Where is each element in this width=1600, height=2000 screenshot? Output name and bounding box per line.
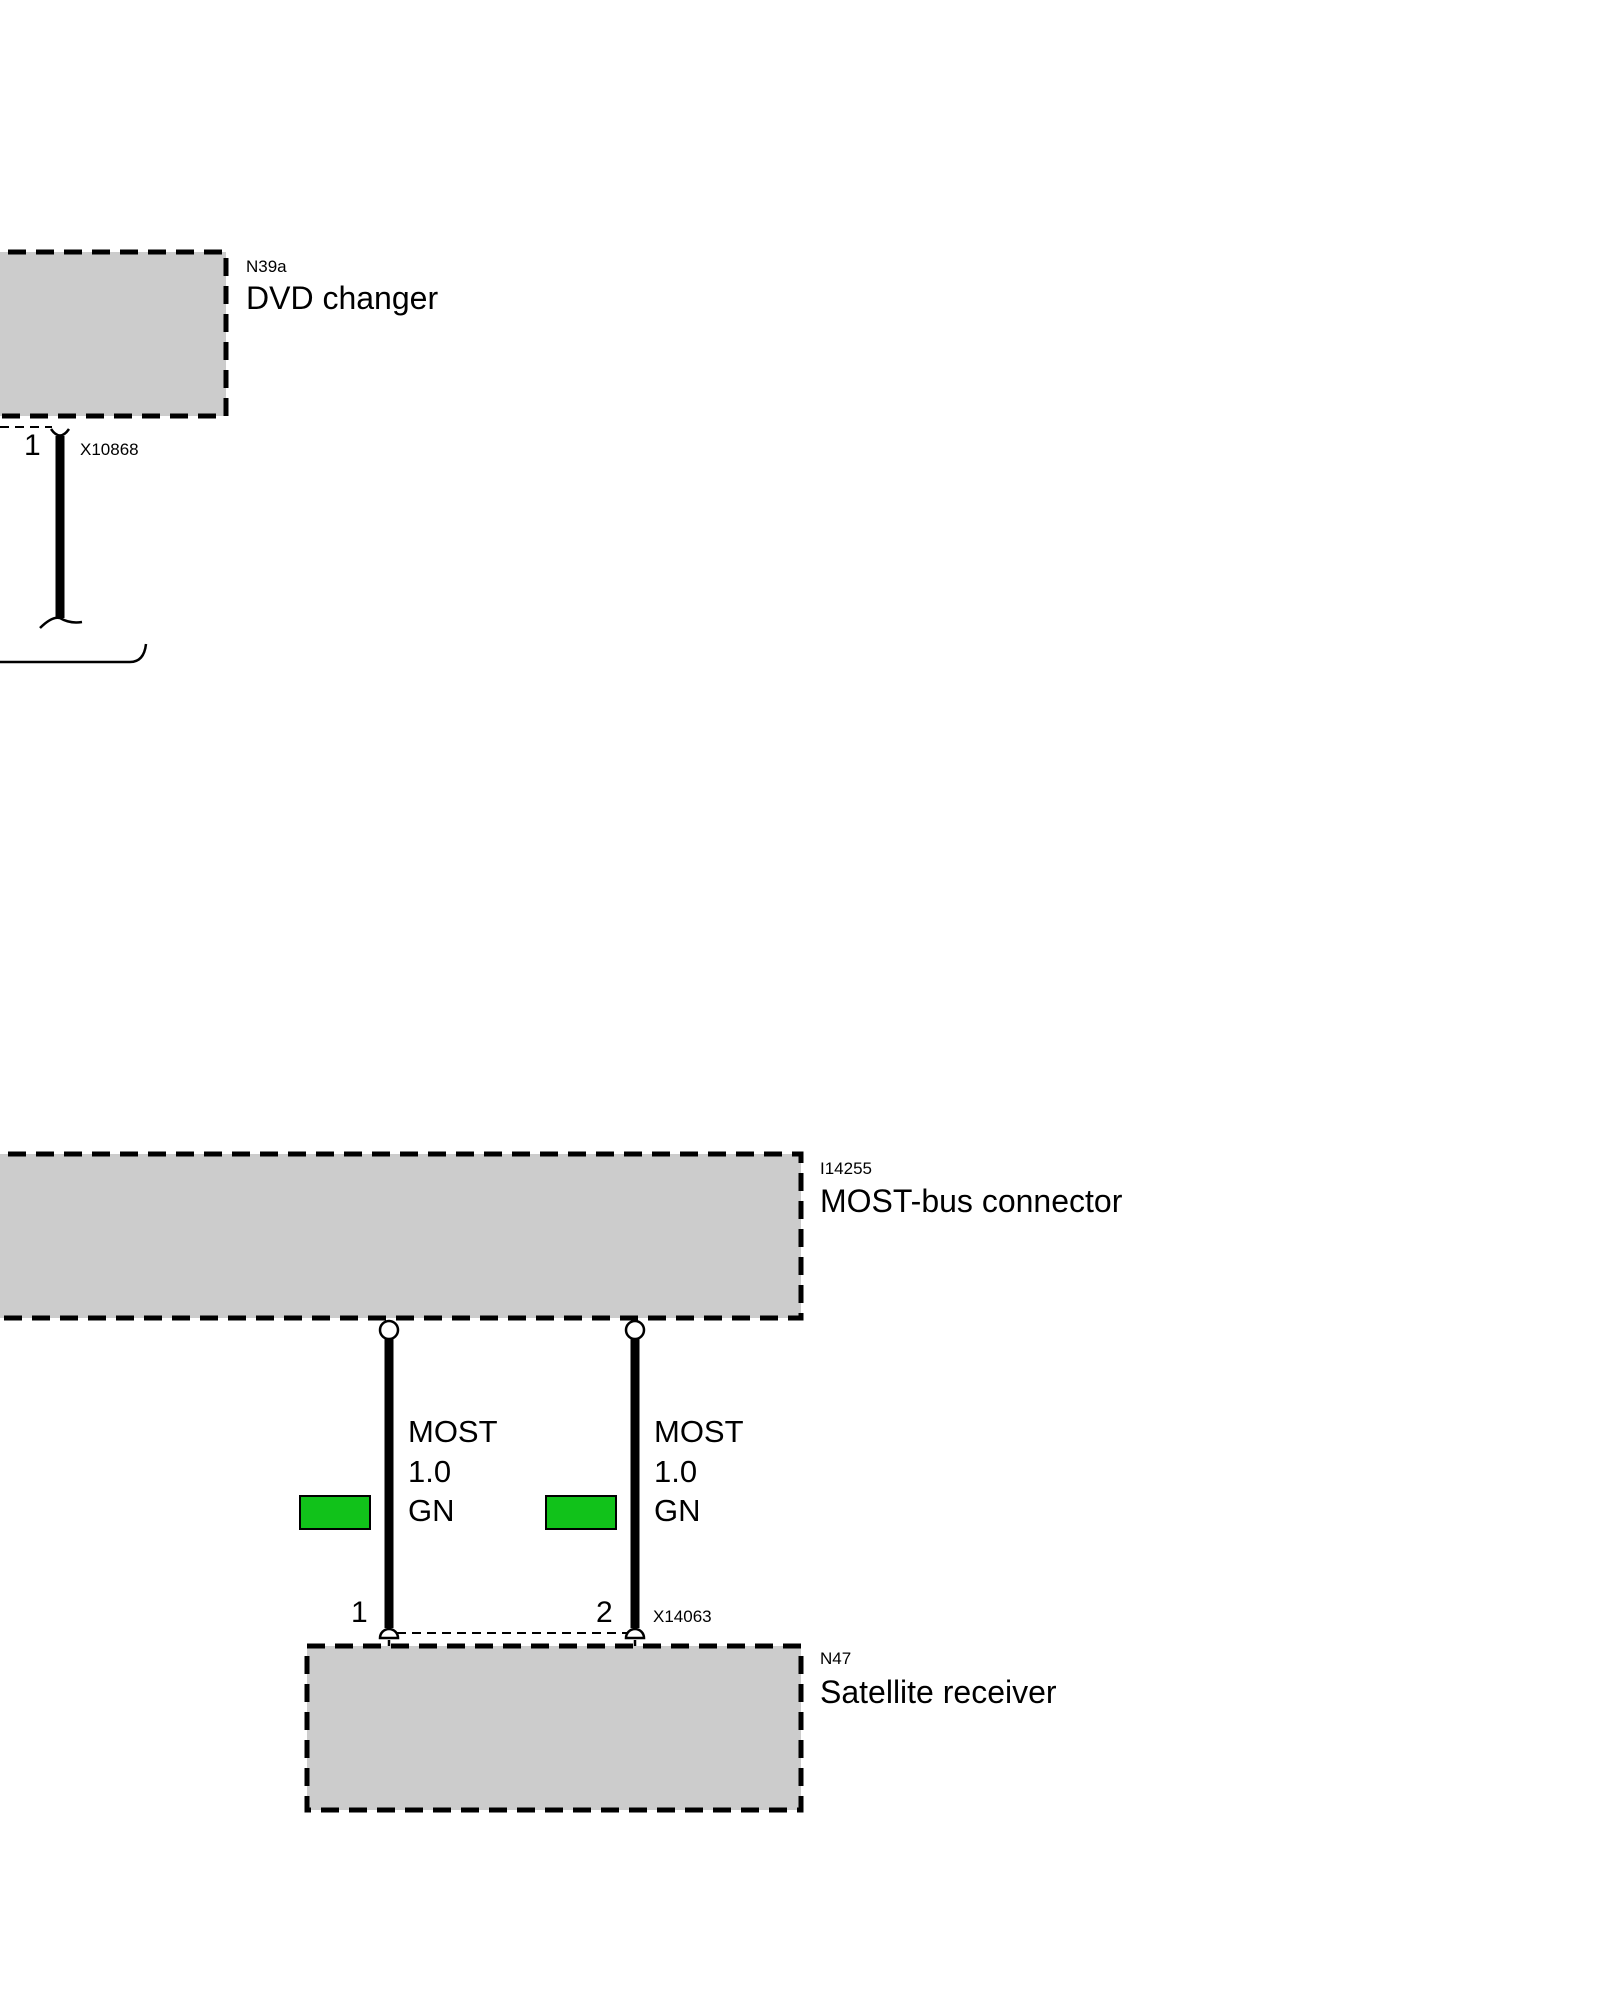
dvd-pin-label: 1 xyxy=(24,429,41,462)
most-bus-connector-code: I14255 xyxy=(820,1159,872,1178)
dvd-connector-id: X10868 xyxy=(80,440,139,459)
dvd-wire-continuation xyxy=(0,643,148,664)
dvd-changer-name: DVD changer xyxy=(246,280,438,316)
wire-2-color-code: GN xyxy=(654,1493,701,1528)
sat-pin-2-label: 2 xyxy=(596,1596,613,1629)
wire-2-size: 1.0 xyxy=(654,1454,697,1489)
satellite-receiver-box[interactable] xyxy=(304,1643,804,1813)
most-bus-connector-component[interactable] xyxy=(0,1151,804,1321)
dvd-changer-component[interactable] xyxy=(0,249,229,419)
sat-terminal-1[interactable] xyxy=(378,1627,400,1640)
wire-1-color-swatch xyxy=(299,1495,371,1530)
dvd-changer-code: N39a xyxy=(246,257,287,276)
wire-1-color-code: GN xyxy=(408,1493,455,1528)
most-terminal-2[interactable] xyxy=(624,1319,646,1341)
satellite-receiver-code: N47 xyxy=(820,1649,851,1668)
sat-connector-id: X14063 xyxy=(653,1607,712,1626)
wire-1-size: 1.0 xyxy=(408,1454,451,1489)
dvd-wire-break xyxy=(39,616,83,629)
sat-pin-1-label: 1 xyxy=(351,1596,368,1629)
wire-2-signal: MOST xyxy=(654,1414,744,1449)
most-bus-connector-box[interactable] xyxy=(0,1151,804,1321)
dvd-connector-terminal[interactable] xyxy=(49,428,71,437)
dvd-changer-box[interactable] xyxy=(0,249,229,419)
satellite-receiver-name: Satellite receiver xyxy=(820,1674,1057,1710)
wire-1-signal: MOST xyxy=(408,1414,498,1449)
satellite-receiver-component[interactable] xyxy=(304,1643,804,1813)
most-terminal-1[interactable] xyxy=(378,1319,400,1341)
most-bus-connector-name: MOST-bus connector xyxy=(820,1183,1123,1219)
sat-terminal-2[interactable] xyxy=(624,1627,646,1640)
wire-2-color-swatch xyxy=(545,1495,617,1530)
